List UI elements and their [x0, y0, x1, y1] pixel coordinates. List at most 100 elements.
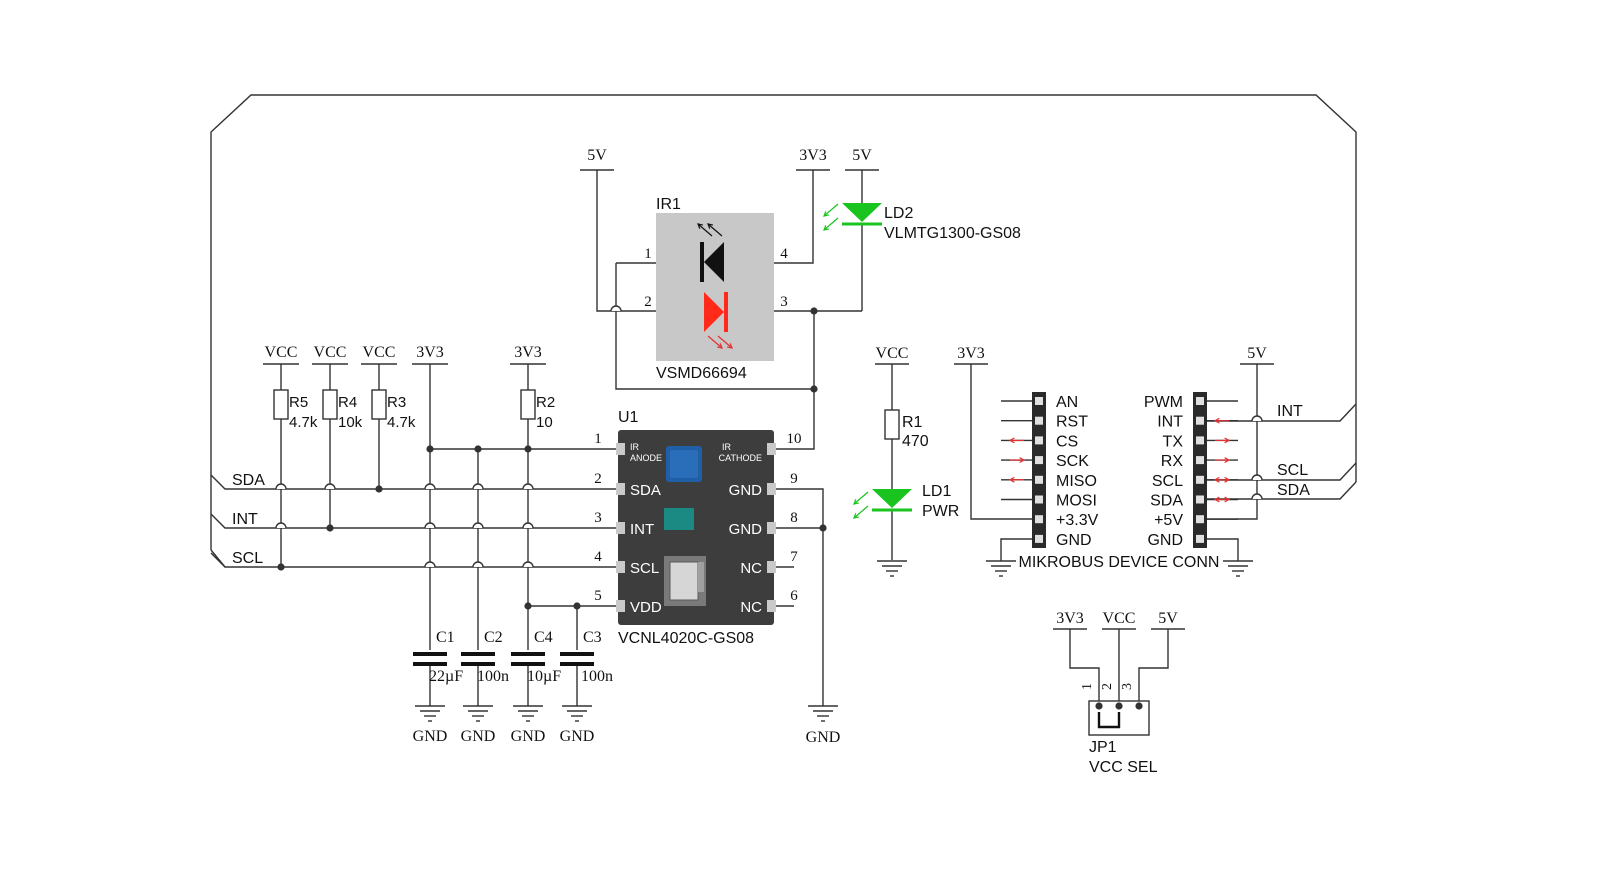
junction-dot [474, 445, 482, 453]
arrow-head [823, 225, 830, 231]
jp1-pin-number: 1 [1080, 683, 1095, 690]
arrow-head [1224, 437, 1231, 444]
mikrobus-pin [1196, 397, 1204, 405]
resistor-value: 4.7k [387, 414, 416, 431]
junction-dot [1095, 702, 1103, 710]
mikrobus-pin-label-left: CS [1056, 433, 1078, 450]
resistor-ref: R5 [289, 394, 308, 411]
rail-label-vcc: VCC [314, 344, 347, 361]
capacitor-ref: C2 [484, 629, 503, 646]
junction-dot [426, 445, 434, 453]
mikrobus-pin [1196, 456, 1204, 465]
junction-dot [524, 602, 532, 610]
u1-pin-pad [616, 522, 625, 534]
mikrobus-pin-label-right: RX [1161, 453, 1184, 470]
u1-pin-label: NC [740, 560, 762, 577]
mikrobus-pin-label-right: TX [1163, 433, 1184, 450]
mikrobus-5v-wire [1207, 364, 1258, 520]
junction-dot [810, 385, 818, 393]
net-label-int-right: INT [1277, 403, 1303, 420]
sensor-window-inner [670, 450, 698, 478]
ir-cathode-wire [776, 311, 815, 450]
resistor-body [322, 389, 338, 420]
arrow-head [1224, 476, 1231, 483]
outer-bus-loop [210, 94, 1357, 550]
ir1-pin-number: 3 [780, 294, 788, 310]
u1-pin-pad [616, 600, 625, 612]
u1-anode-label: IR [630, 442, 640, 452]
resistor-body [371, 389, 387, 420]
ir1-pin1-loop [615, 263, 814, 390]
mikrobus-pin-label-left: +3.3V [1056, 512, 1099, 529]
u1-pin-number: 6 [790, 588, 798, 604]
u1-pin-number: 7 [790, 549, 798, 565]
wire-crossing [610, 305, 622, 312]
ld1-ref: LD1 [922, 483, 951, 500]
capacitor-ref: C1 [436, 629, 455, 646]
mikrobus-gnd-left [1000, 538, 1032, 561]
ld2-part-number: VLMTG1300-GS08 [884, 225, 1021, 242]
mikrobus-pin [1035, 436, 1043, 445]
mikrobus-pin [1196, 495, 1204, 504]
u1-part-number: VCNL4020C-GS08 [618, 630, 754, 647]
wire-crossing [522, 483, 534, 490]
arrow-head [1213, 417, 1220, 424]
ir1-led-red [704, 292, 724, 332]
wire-crossing [522, 561, 534, 568]
mikrobus-pin [1035, 515, 1043, 524]
ld2-ref: LD2 [884, 205, 913, 222]
wire-crossing [522, 522, 534, 529]
ir1-pin-number: 1 [644, 246, 652, 262]
mikrobus-pin-label-right: INT [1157, 414, 1183, 431]
arrow-line [707, 335, 723, 349]
mikrobus-3v3-wire [970, 364, 1032, 520]
jp1-label: VCC SEL [1089, 759, 1158, 776]
jp1-pin1-wire [1069, 629, 1100, 706]
mikrobus-pin [1035, 456, 1043, 465]
resistor-body [884, 409, 900, 440]
jp1-rail-label: 3V3 [1056, 610, 1084, 627]
arrow-line [717, 335, 733, 349]
wire-crossing [275, 522, 287, 529]
arrow-head [707, 223, 714, 229]
rail-label-vcc: VCC [876, 345, 909, 362]
ir1-pin-number: 4 [780, 246, 788, 262]
wire-crossing [424, 522, 436, 529]
mikrobus-pin-label-left: MISO [1056, 473, 1097, 490]
wire-crossing [1251, 493, 1263, 500]
mikrobus-pin-label-right: SDA [1150, 493, 1183, 510]
mikrobus-pin-label-right: +5V [1154, 512, 1183, 529]
ld1-label: PWR [922, 503, 959, 520]
capacitor-ref: C4 [534, 629, 553, 646]
resistor-ref: R4 [338, 394, 357, 411]
resistor-value: 10 [536, 414, 553, 431]
mikrobus-pin [1196, 436, 1204, 445]
resistor-body [273, 389, 289, 420]
net-label-sda-right: SDA [1277, 482, 1310, 499]
wire-crossing [424, 561, 436, 568]
junction-dot [1135, 702, 1143, 710]
wire-crossing [1251, 415, 1263, 422]
resistor-value: 4.7k [289, 414, 318, 431]
rail-label-vcc: VCC [363, 344, 396, 361]
arrow-line [823, 217, 839, 231]
capacitor-value: 100n [477, 668, 509, 685]
rail-label-3v3: 3V3 [416, 344, 444, 361]
r1-ref: R1 [902, 414, 923, 431]
mikrobus-pin [1035, 397, 1043, 405]
wire-crossing [275, 483, 287, 490]
junction-dot [326, 524, 334, 532]
capacitor-value: 22µF [429, 668, 463, 685]
mikrobus-title: MIKROBUS DEVICE CONN [1019, 554, 1220, 571]
ground-label: GND [413, 728, 448, 745]
rail-label-3v3: 3V3 [799, 147, 827, 164]
capacitor-value: 100n [581, 668, 613, 685]
mikrobus-pin [1196, 475, 1204, 484]
mikrobus-pin [1196, 515, 1204, 524]
ground-label: GND [511, 728, 546, 745]
u1-cathode-label: IR [722, 442, 732, 452]
net-wire-int [210, 513, 598, 529]
arrow-head [1019, 457, 1026, 464]
u1-pin-label: GND [729, 482, 763, 499]
net-wire-sda [210, 474, 598, 490]
